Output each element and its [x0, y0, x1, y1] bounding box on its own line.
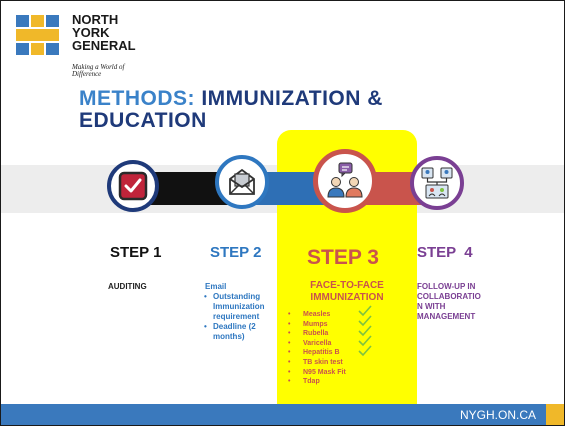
step2-bullet: Deadline (2 months)	[204, 322, 284, 342]
title-rest: IMMUNIZATION &	[195, 87, 383, 110]
logo-tagline: Making a World of Difference	[72, 63, 125, 78]
step3-circle	[313, 149, 377, 213]
step2-bullet: Outstanding Immunization requirement	[204, 292, 284, 322]
step2-label: STEP 2	[210, 244, 262, 261]
step2-circle	[215, 155, 269, 209]
step4-label: STEP 4	[417, 244, 473, 261]
checkmark-icon	[358, 345, 372, 357]
vaccine-item: N95 Mask Fit	[288, 368, 346, 378]
logo-line-general: GENERAL	[72, 38, 136, 53]
vaccine-item: Hepatitis B	[288, 348, 346, 358]
logo-text: NORTH YORK GENERAL	[72, 13, 152, 52]
vaccine-item: Varicella	[288, 339, 346, 349]
meeting-icon	[327, 162, 363, 198]
footer-url[interactable]: NYGH.ON.CA	[459, 408, 536, 422]
vaccine-item: TB skin test	[288, 358, 346, 368]
vaccine-item: Rubella	[288, 329, 346, 339]
vaccine-item: Mumps	[288, 320, 346, 330]
title-accent: METHODS:	[79, 87, 195, 110]
step4-description: FOLLOW-UP IN COLLABORATIO N WITH MANAGEM…	[417, 282, 481, 321]
vaccine-list: Measles Mumps Rubella Varicella Hepatiti…	[288, 310, 346, 387]
envelope-icon	[229, 168, 255, 195]
vaccine-item: Tdap	[288, 377, 346, 387]
logo-line-york: YORK	[72, 25, 110, 40]
vaccine-item: Measles	[288, 310, 346, 320]
step1-circle	[107, 160, 159, 212]
org-chart-icon	[421, 167, 453, 199]
checkmark-icon	[358, 315, 372, 327]
step1-label: STEP 1	[110, 244, 162, 261]
step3-heading: FACE-TO-FACE IMMUNIZATION	[310, 280, 384, 303]
checkmark-icon	[358, 305, 372, 317]
step2-bullets: Outstanding Immunization requirement Dea…	[204, 292, 284, 342]
title-line2: EDUCATION	[79, 109, 207, 132]
step2-heading: Email	[205, 282, 227, 291]
step3-label: STEP 3	[307, 246, 379, 269]
step1-description: AUDITING	[108, 282, 147, 291]
footer-bar: NYGH.ON.CA	[1, 404, 564, 425]
checkmark-icon	[358, 325, 372, 337]
slide-title: METHODS: IMMUNIZATION & EDUCATION	[79, 88, 383, 132]
logo-line-north: NORTH	[72, 12, 119, 27]
checkmark-icons	[358, 305, 372, 357]
step4-circle	[410, 156, 464, 210]
checkmark-icon	[358, 335, 372, 347]
checkbox-icon	[118, 171, 148, 201]
footer-accent	[546, 404, 564, 425]
logo-mark-icon	[16, 15, 59, 55]
